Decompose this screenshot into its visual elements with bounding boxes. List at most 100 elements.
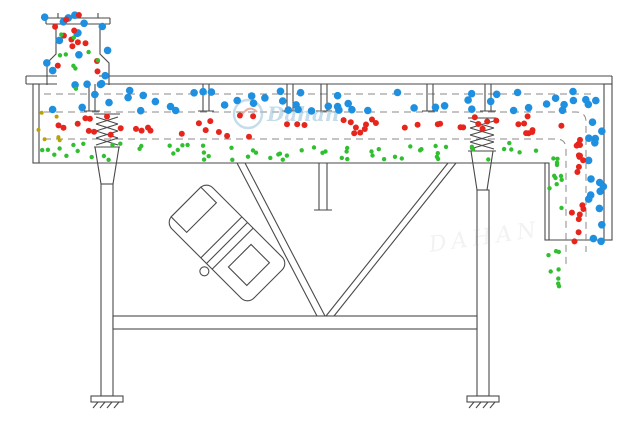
particle-outlet-oversize — [597, 237, 605, 246]
particle-outlet-oversize — [595, 204, 604, 213]
left-foot-hatching — [92, 401, 120, 409]
particle-deck2-medium — [369, 116, 375, 123]
particle-feed-fine — [71, 35, 77, 40]
particle-feed-oversize — [101, 71, 109, 80]
particle-deck3-fine — [206, 154, 211, 159]
particle-deck1-oversize — [468, 105, 476, 113]
particle-outlet-oversize — [599, 182, 608, 191]
particle-deck3-fine — [45, 147, 51, 152]
particle-impurity — [36, 127, 41, 132]
particle-outlet-fine — [548, 269, 553, 274]
particle-deck1-oversize — [551, 94, 560, 102]
particle-deck2-medium — [357, 129, 364, 136]
particle-outlet-fine — [559, 205, 564, 211]
particle-deck1-oversize — [284, 106, 293, 114]
particle-deck2-medium — [86, 115, 93, 122]
particle-deck3-fine — [517, 150, 522, 155]
particle-deck1-oversize — [592, 96, 600, 105]
particle-deck2-medium — [250, 113, 257, 120]
watermark-logo-circle — [232, 98, 264, 130]
particle-feed-medium — [82, 40, 89, 47]
particle-feed-oversize — [80, 19, 88, 28]
particle-outlet-fine — [553, 249, 559, 254]
particle-deck3-fine — [276, 152, 281, 157]
particle-deck2-medium — [202, 127, 209, 134]
particle-deck2-medium — [523, 130, 530, 137]
particle-deck3-fine — [507, 140, 512, 146]
particle-deck1-oversize — [348, 105, 356, 114]
particle-outlet-medium — [579, 202, 586, 209]
particle-deck1-oversize — [278, 97, 287, 105]
particle-deck1-oversize — [233, 96, 241, 105]
particle-deck1-oversize — [190, 89, 198, 97]
particle-deck3-fine — [392, 154, 398, 159]
particle-outlet-fine — [556, 267, 561, 272]
particle-deck2-medium — [104, 113, 110, 120]
particle-feed-fine — [71, 63, 76, 68]
particle-deck1-oversize — [247, 92, 256, 100]
particle-deck2-medium — [493, 117, 500, 124]
particle-deck1-oversize — [124, 93, 132, 102]
particle-deck3-fine — [201, 150, 207, 155]
particle-deck3-fine — [417, 148, 423, 153]
particle-outlet-fine — [553, 175, 558, 181]
particle-deck1-oversize — [410, 104, 418, 112]
particle-deck2-medium — [147, 127, 154, 134]
motor-fins — [200, 216, 254, 270]
particle-deck2-medium — [347, 119, 354, 126]
right-foot-plate — [466, 395, 500, 403]
particle-deck1-oversize — [296, 88, 305, 97]
particle-feed-oversize — [48, 66, 57, 75]
particle-outlet-fine — [556, 284, 562, 289]
particle-deck3-fine — [381, 157, 387, 162]
particle-deck2-medium — [479, 125, 486, 132]
particle-outlet-fine — [558, 173, 564, 179]
particle-feed-oversize — [96, 80, 105, 89]
right-wall — [603, 83, 613, 241]
particle-feed-medium — [54, 62, 61, 69]
particle-deck3-fine — [229, 145, 234, 150]
particle-deck1-oversize — [199, 87, 207, 96]
particle-deck1-oversize — [344, 99, 353, 108]
particle-feed-fine — [95, 58, 101, 63]
particle-deck3-fine — [64, 153, 69, 158]
particle-deck3-fine — [185, 142, 190, 148]
particle-feed-medium — [63, 16, 70, 23]
particles-layer — [36, 11, 608, 289]
particle-deck3-fine — [40, 147, 45, 153]
particle-deck2-medium — [558, 122, 565, 129]
particle-feed-oversize — [75, 51, 83, 59]
particle-deck1-oversize — [78, 103, 86, 112]
motor-bolt — [199, 266, 210, 277]
particle-deck2-medium — [107, 131, 114, 138]
particle-outlet-oversize — [584, 156, 593, 165]
particle-outlet-medium — [575, 216, 582, 223]
particle-deck3-fine — [533, 148, 539, 153]
particle-deck3-fine — [180, 143, 185, 148]
particle-deck2-medium — [207, 118, 214, 125]
particle-deck1-oversize — [364, 106, 372, 115]
particle-outlet-oversize — [598, 127, 606, 135]
particle-impurity — [39, 110, 44, 115]
particle-feed-medium — [52, 23, 59, 30]
particle-impurity — [57, 138, 62, 143]
particle-outlet-fine — [554, 162, 560, 168]
particle-feed-fine — [59, 32, 64, 37]
particle-deck1-oversize — [125, 86, 134, 95]
particle-deck2-medium — [82, 115, 89, 122]
particle-deck2-medium — [117, 125, 124, 132]
particle-outlet-medium — [575, 152, 582, 159]
particle-deck3-fine — [52, 152, 57, 157]
particle-deck2-medium — [471, 114, 478, 121]
particle-feed-medium — [71, 27, 78, 34]
particle-deck1-oversize — [207, 88, 216, 96]
particle-outlet-oversize — [585, 134, 593, 142]
particle-deck2-medium — [475, 121, 482, 127]
particle-outlet-oversize — [589, 234, 598, 243]
particle-deck1-oversize — [91, 90, 99, 99]
particle-deck3-fine — [101, 153, 107, 159]
particle-outlet-medium — [576, 211, 583, 218]
particle-deck2-medium — [363, 121, 369, 128]
particle-deck2-medium — [434, 121, 441, 128]
particle-outlet-fine — [559, 177, 564, 182]
